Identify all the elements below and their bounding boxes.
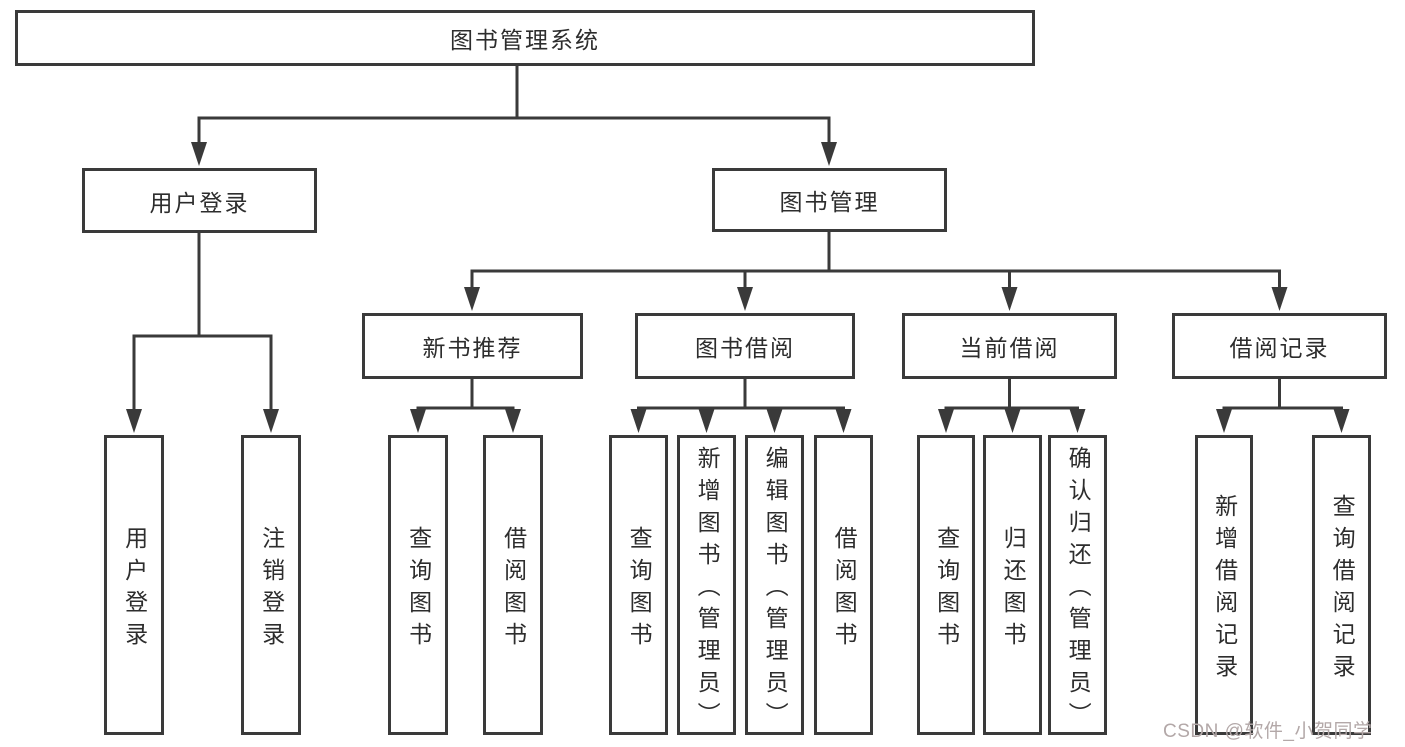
leaf-logout: 注销登录 [241,435,301,735]
leaf-label: 查询图书 [626,525,653,654]
leaf-edit-book-admin: 编辑图书（管理员） [745,435,804,735]
leaf-label: 借阅图书 [831,525,858,654]
leaf-return-book: 归还图书 [983,435,1042,735]
leaf-confirm-return-admin: 确认归还（管理员） [1048,435,1107,735]
watermark: CSDN @软件_小贺同学 [1163,721,1373,742]
leaf-query-book-current: 查询图书 [917,435,975,735]
leaf-label: 查询借阅记录 [1329,493,1356,686]
leaf-query-book-recommend: 查询图书 [388,435,448,735]
leaf-label: 查询图书 [933,525,960,654]
node-library-management-system: 图书管理系统 [15,10,1035,66]
node-borrowing-records: 借阅记录 [1172,313,1387,379]
leaf-label: 新增图书（管理员） [694,445,721,734]
leaf-label: 查询图书 [405,525,432,654]
leaf-borrow-book-recommend: 借阅图书 [483,435,543,735]
leaf-query-borrow-record: 查询借阅记录 [1312,435,1371,735]
leaf-label: 编辑图书（管理员） [762,445,789,734]
leaf-user-login: 用户登录 [104,435,164,735]
node-current-borrowing: 当前借阅 [902,313,1117,379]
leaf-add-borrow-record: 新增借阅记录 [1195,435,1253,735]
leaf-query-book-borrow: 查询图书 [609,435,668,735]
leaf-add-book-admin: 新增图书（管理员） [677,435,736,735]
leaf-label: 新增借阅记录 [1211,493,1238,686]
node-book-borrowing: 图书借阅 [635,313,855,379]
leaf-label: 借阅图书 [500,525,527,654]
leaf-borrow-book: 借阅图书 [814,435,873,735]
leaf-label: 归还图书 [1000,525,1027,654]
node-new-book-recommend: 新书推荐 [362,313,583,379]
node-user-login: 用户登录 [82,168,317,233]
leaf-label: 用户登录 [121,525,148,654]
node-book-management: 图书管理 [712,168,947,232]
leaf-label: 注销登录 [258,525,285,654]
leaf-label: 确认归还（管理员） [1065,445,1092,734]
